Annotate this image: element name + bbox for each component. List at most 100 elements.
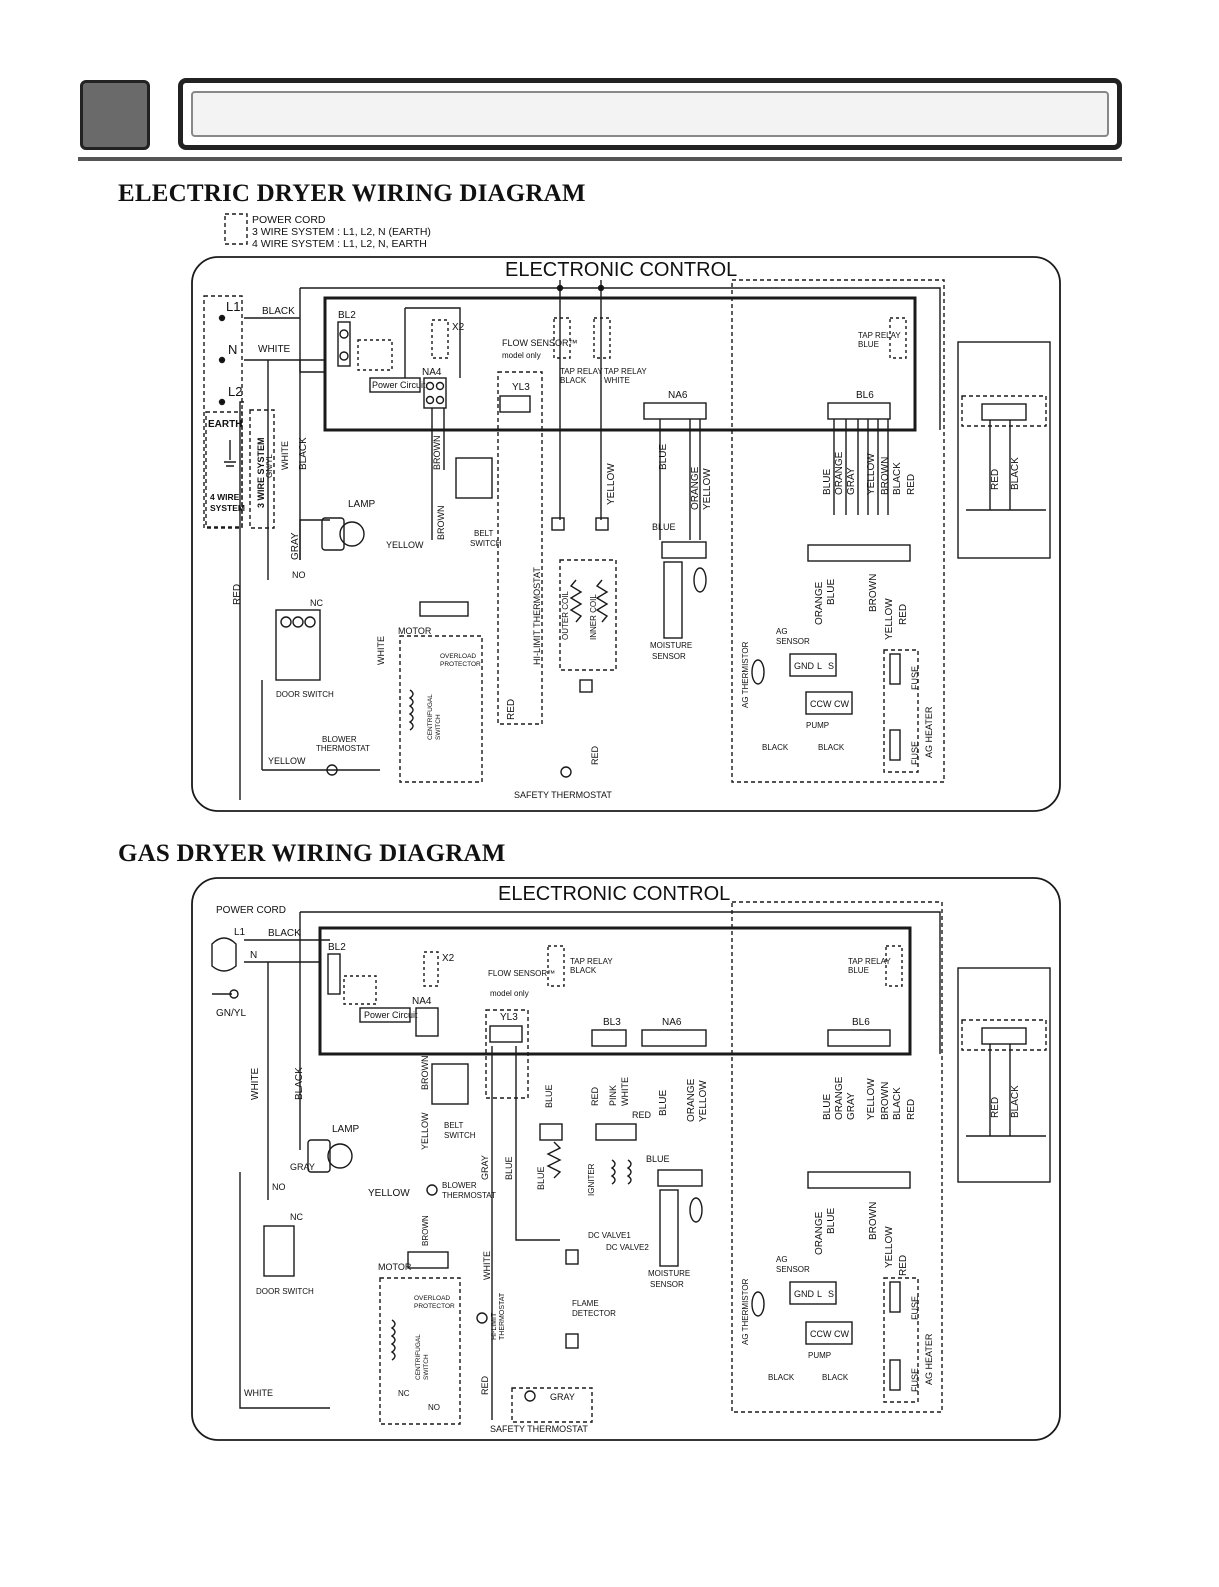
gas-bl3-white: WHITE xyxy=(620,1077,630,1106)
gas-ag-region xyxy=(731,901,943,1413)
blower-1: BLOWER xyxy=(322,735,357,744)
gas-n: N xyxy=(250,950,257,961)
bl6-connector xyxy=(827,402,891,420)
gas-door-switch: DOOR SWITCH xyxy=(256,1287,314,1296)
gas-relay-black-1: TAP RELAY xyxy=(570,957,613,966)
gas-wire-white-v: WHITE xyxy=(250,1067,261,1100)
section-number-box xyxy=(80,80,150,150)
gas-wire-white-motor: WHITE xyxy=(482,1251,492,1280)
wire-red-l2: RED xyxy=(232,584,243,605)
gas-control-label: ELECTRONIC CONTROL xyxy=(498,883,730,905)
gas-ag-heater: AG HEATER xyxy=(924,1333,934,1385)
outer-coil: OUTER COIL xyxy=(561,591,570,640)
na4-connector xyxy=(423,377,447,409)
3wire-box xyxy=(249,409,275,529)
wire-yellow-blower: YELLOW xyxy=(268,756,306,766)
wire-white-motor: WHITE xyxy=(376,636,386,665)
gas-bl6-yellow: YELLOW xyxy=(866,1078,877,1120)
bl6-gray: GRAY xyxy=(846,467,857,495)
gas-bl6-blue: BLUE xyxy=(822,1094,833,1120)
terminal-l2: L2 xyxy=(228,384,242,399)
wire-white-n: WHITE xyxy=(258,344,291,355)
pump-ccw: CCW xyxy=(810,699,832,709)
gas-wire-brown-motor: BROWN xyxy=(421,1215,430,1246)
ag-thermistor: AG THERMISTOR xyxy=(741,641,750,708)
ag-yellow: YELLOW xyxy=(884,598,895,640)
bl6-orange: ORANGE xyxy=(834,451,845,495)
section-header-bar xyxy=(178,78,1122,150)
gas-bl6-gray: GRAY xyxy=(846,1092,857,1120)
bl2-connector xyxy=(337,321,351,367)
gas-hilimit-1: HI-LIMIT xyxy=(491,1312,498,1340)
gas-wire-gray: GRAY xyxy=(290,1162,315,1172)
gas-belt-2: SWITCH xyxy=(444,1131,476,1140)
gas-pump-cw: CW xyxy=(834,1329,849,1339)
ag-black-2: BLACK xyxy=(818,743,845,752)
relay-blue-l1: TAP RELAY xyxy=(858,331,901,340)
gas-overload-1: OVERLOAD xyxy=(414,1295,450,1302)
plug-icon xyxy=(211,937,237,972)
safety-label: SAFETY THERMOSTAT xyxy=(514,790,612,800)
power-circuit-box xyxy=(369,377,421,393)
gas-bl2: BL2 xyxy=(328,942,346,953)
gas-na6-orange: ORANGE xyxy=(686,1078,697,1122)
gas-l1: L1 xyxy=(234,927,246,938)
relay-white-l2: WHITE xyxy=(604,376,630,385)
gas-na4: NA4 xyxy=(412,996,432,1007)
power-circuit-label: Power Circuit xyxy=(372,380,426,390)
gas-fuse-2: FUSE xyxy=(910,1368,920,1392)
fuse-1: FUSE xyxy=(910,666,920,690)
gas-ag-sensor-1: AG xyxy=(776,1255,788,1264)
gas-title: GAS DRYER WIRING DIAGRAM xyxy=(118,840,506,867)
gas-ag-thermistor: AG THERMISTOR xyxy=(741,1278,750,1345)
door-switch xyxy=(275,609,321,681)
relay-black-l1: TAP RELAY xyxy=(560,367,603,376)
gas-bl3-red2: RED xyxy=(632,1110,652,1120)
wire-brown-2: BROWN xyxy=(436,506,446,541)
motor-connector xyxy=(419,601,469,617)
wire-black-v: BLACK xyxy=(298,437,309,470)
gas-ag-black-1: BLACK xyxy=(768,1373,795,1382)
gas-gnyl: GN/YL xyxy=(216,1008,246,1019)
gas-wire-gray-safety: GRAY xyxy=(550,1392,575,1402)
3wire-label: 3 WIRE SYSTEM xyxy=(256,437,266,508)
ag-sensor-2: SENSOR xyxy=(776,637,810,646)
wire-black-l1: BLACK xyxy=(262,306,295,317)
gas-wire-black-v: BLACK xyxy=(294,1067,305,1100)
wire-brown-1: BROWN xyxy=(432,436,442,471)
relay-white-l1: TAP RELAY xyxy=(604,367,647,376)
inner-coil: INNER COIL xyxy=(589,594,598,640)
gas-wire-yellow: YELLOW xyxy=(368,1188,410,1199)
ag-dashed-region xyxy=(731,279,945,783)
gas-ag-gnd: GND xyxy=(794,1289,815,1299)
electric-panel xyxy=(191,256,1061,812)
door-nc: NC xyxy=(310,598,323,608)
bl6-yellow: YELLOW xyxy=(866,453,877,495)
gas-igniter: IGNITER xyxy=(587,1163,596,1196)
gas-motor: MOTOR xyxy=(378,1262,412,1272)
gas-power-cord: POWER CORD xyxy=(216,905,286,916)
gas-ag-s: S xyxy=(828,1289,834,1299)
heater-coils xyxy=(569,579,609,623)
gas-moisture-blue: BLUE xyxy=(646,1154,670,1164)
na6-connector xyxy=(643,402,707,420)
fuse-2: FUSE xyxy=(910,741,920,765)
electric-title: ELECTRIC DRYER WIRING DIAGRAM xyxy=(118,180,586,207)
ag-red: RED xyxy=(898,604,909,625)
gas-flow-note: model only xyxy=(490,989,529,998)
gas-panel xyxy=(191,877,1061,1441)
motor-label: MOTOR xyxy=(398,626,432,636)
flow-sensor-note: model only xyxy=(502,351,541,360)
wire-yellow-na6: YELLOW xyxy=(702,468,713,510)
wire-gray: GRAY xyxy=(290,532,301,560)
gas-fuse-1: FUSE xyxy=(910,1296,920,1320)
header-rule xyxy=(78,157,1122,161)
gas-diagram: ELECTRONIC CONTROL POWER CORD L1 N GN/YL… xyxy=(191,877,1061,1441)
moisture-connector xyxy=(661,541,707,559)
gas-wire-blue-igniter2: BLUE xyxy=(536,1166,546,1190)
centrifugal-2: SWITCH xyxy=(435,714,442,740)
door-no: NO xyxy=(292,570,306,580)
gas-bl6-brown: BROWN xyxy=(880,1082,891,1120)
electric-diagram: POWER CORD 3 WIRE SYSTEM : L1, L2, N (EA… xyxy=(191,213,1061,812)
